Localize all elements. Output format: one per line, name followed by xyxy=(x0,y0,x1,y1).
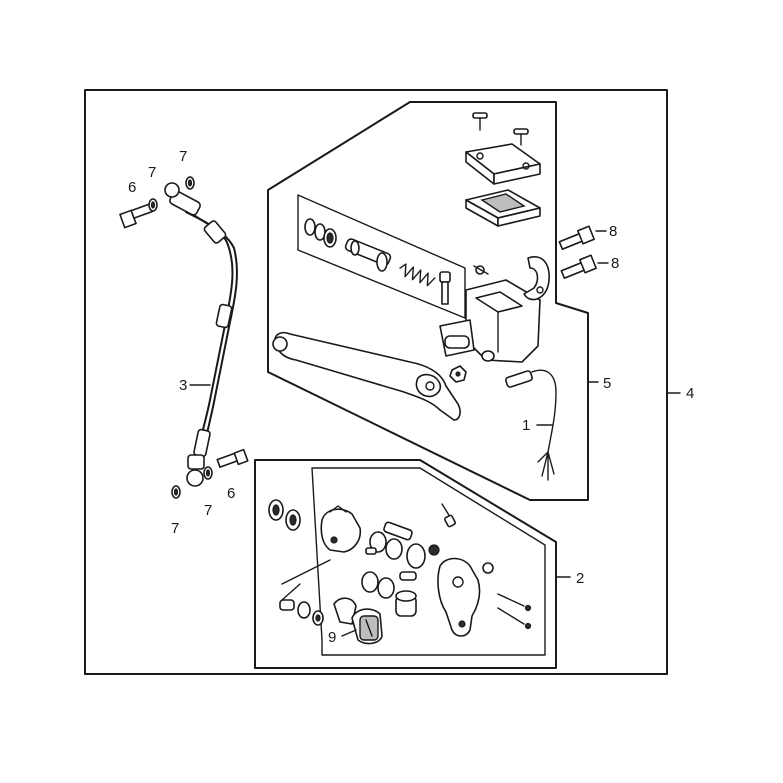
brake-light-switch xyxy=(505,369,557,481)
callout-6-upper: 6 xyxy=(128,179,136,196)
caliper-pins-right xyxy=(497,593,532,630)
washer-lower-b-icon xyxy=(171,485,181,499)
callout-1: 1 xyxy=(522,417,530,434)
piston-seal-small xyxy=(304,218,337,248)
handlebar-clamp xyxy=(523,256,550,301)
caliper-body-right xyxy=(437,557,481,637)
callout-7-upper-left: 7 xyxy=(148,164,156,181)
callout-8-upper: 8 xyxy=(609,223,617,240)
small-pin-icon xyxy=(365,547,417,581)
caliper-bracket-left xyxy=(320,505,362,553)
callout-8-lower: 8 xyxy=(611,255,619,272)
washer-upper-b-icon xyxy=(185,176,195,190)
callout-7-lower-mid: 7 xyxy=(204,502,212,519)
caliper-piston-seal-left xyxy=(268,499,301,531)
clamp-bolt-lower-icon xyxy=(560,254,597,280)
callout-7-upper-right: 7 xyxy=(179,148,187,165)
washer-lower-a-icon xyxy=(203,466,213,480)
banjo-bolt-lower-icon xyxy=(216,448,249,468)
callout-4: 4 xyxy=(686,385,694,402)
reservoir-cap xyxy=(465,143,541,185)
piston-assembly xyxy=(344,238,392,272)
brake-hose xyxy=(164,182,238,487)
callout-5: 5 xyxy=(603,375,611,392)
master-cylinder-body xyxy=(439,279,541,363)
brake-pad xyxy=(351,608,383,645)
slide-pin xyxy=(383,521,413,541)
master-cylinder-inner-outline xyxy=(297,194,466,319)
caliper-small-seal-icon xyxy=(428,544,494,574)
washer-upper-a-icon xyxy=(148,198,158,212)
clamp-bolt-upper-icon xyxy=(558,225,595,251)
reservoir-diaphragm xyxy=(465,189,541,227)
callout-2: 2 xyxy=(576,570,584,587)
brake-lever xyxy=(272,331,461,421)
small-screw-icon xyxy=(473,265,489,275)
master-cylinder-group-outline xyxy=(267,101,589,501)
callout-7-lower-left: 7 xyxy=(171,520,179,537)
caliper-piston-rings xyxy=(361,531,426,617)
bleeder-screw-icon xyxy=(441,503,456,528)
assembly-leader-lines xyxy=(281,559,331,601)
banjo-bolt-upper-icon xyxy=(119,203,154,229)
callout-9: 9 xyxy=(328,629,336,646)
caliper-group-outline xyxy=(254,459,557,669)
cap-screw-right-icon xyxy=(513,128,529,146)
caliper-inner-outline xyxy=(311,467,546,656)
lever-nut-icon xyxy=(449,365,467,383)
callout-3: 3 xyxy=(179,377,187,394)
callout-leaders xyxy=(189,230,681,637)
callout-6-lower: 6 xyxy=(227,485,235,502)
return-spring xyxy=(399,263,436,287)
pivot-bolt xyxy=(439,271,451,305)
outer-frame xyxy=(84,89,668,675)
cap-screw-left-icon xyxy=(472,112,488,131)
caliper-sleeve-left xyxy=(279,599,324,626)
